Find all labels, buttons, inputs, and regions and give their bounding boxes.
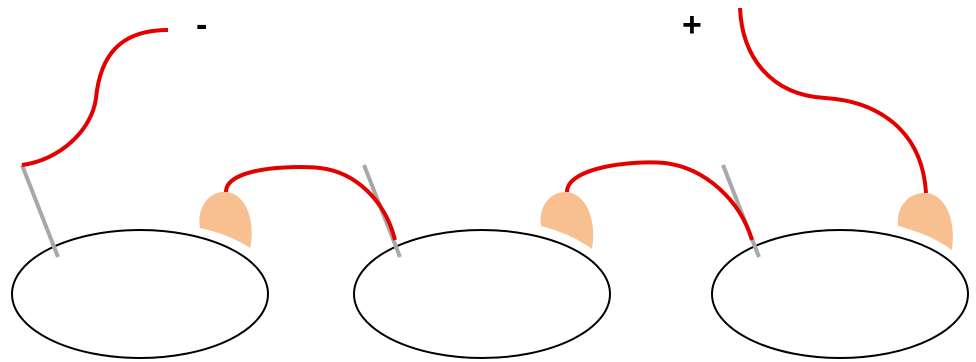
wire-cell-2-to-cell-3 (567, 162, 752, 240)
cell-3-container (712, 230, 968, 358)
cell-1-container (12, 230, 268, 358)
positive-terminal-label: + (682, 6, 702, 44)
cell-3-rod-electrode (723, 165, 759, 257)
negative-lead-wire (22, 30, 168, 165)
cell-1-rod-electrode (22, 165, 58, 257)
negative-terminal-label: - (196, 6, 207, 44)
cell-2-container (354, 230, 610, 358)
positive-lead-wire (740, 8, 926, 193)
